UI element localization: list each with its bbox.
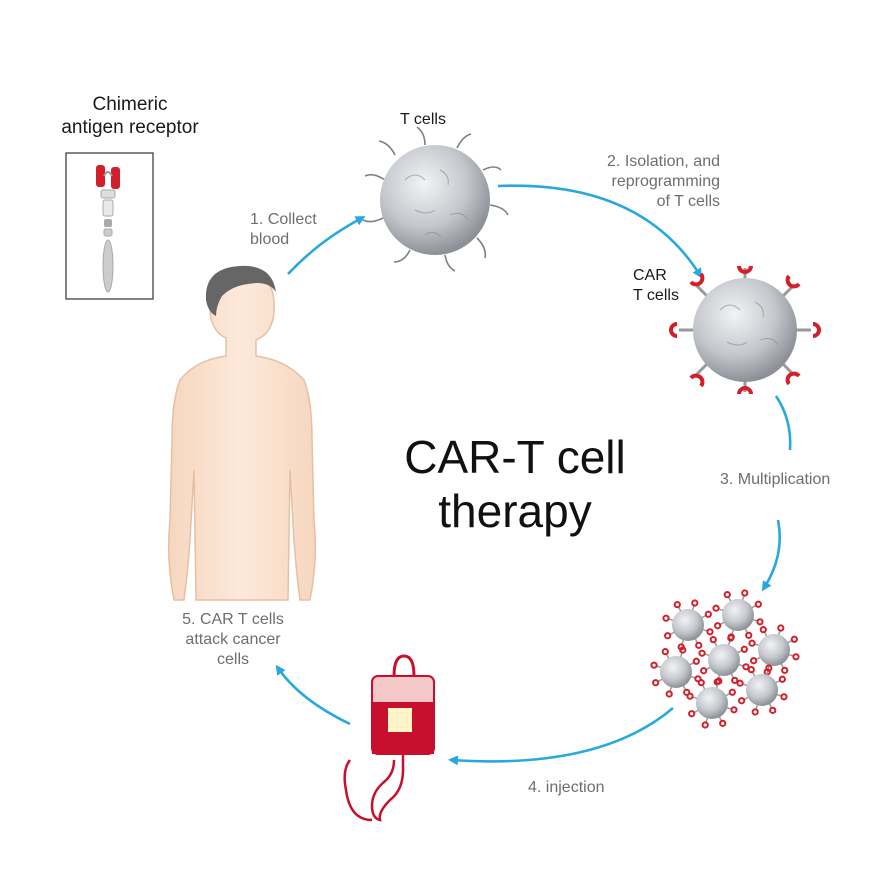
blood-bag-icon — [343, 654, 435, 822]
t-cells-label: T cells — [400, 111, 446, 128]
car-t-cells-label: CAR T cells — [633, 267, 679, 304]
cycle-arrows — [275, 184, 792, 766]
arrow-collect-blood — [287, 216, 366, 275]
arrow-attack — [275, 664, 351, 726]
arrow-injection — [448, 707, 674, 766]
small-car-t-cell — [662, 599, 714, 651]
small-car-t-cell — [736, 664, 788, 716]
step-5-label: 5. CAR T cells attack cancer cells — [182, 611, 284, 668]
diagram-title: CAR-T cell therapy — [404, 431, 626, 537]
small-car-t-cell — [712, 589, 764, 641]
small-car-t-cell — [686, 677, 738, 729]
car-t-cell — [669, 265, 821, 395]
receptor-box-label: Chimeric antigen receptor — [61, 94, 199, 138]
receptor-icon — [96, 165, 120, 293]
t-cell — [362, 126, 509, 272]
step-1-label: 1. Collect blood — [250, 211, 317, 248]
multiplied-cells-cluster — [650, 589, 800, 729]
step-2-label: 2. Isolation, and reprogramming of T cel… — [607, 153, 720, 210]
arrow-multiplication — [761, 519, 782, 592]
chimeric-antigen-receptor-box — [65, 152, 154, 300]
patient-figure — [167, 265, 317, 601]
step-3-label: 3. Multiplication — [720, 471, 831, 488]
arrow-car-to-multiplication-top — [774, 395, 792, 451]
small-car-t-cell — [748, 624, 800, 676]
hair — [205, 265, 276, 316]
small-car-t-cell — [650, 646, 702, 698]
step-4-label: 4. injection — [528, 779, 605, 796]
arrow-reprogramming — [497, 184, 703, 279]
small-car-t-cell — [698, 634, 750, 686]
